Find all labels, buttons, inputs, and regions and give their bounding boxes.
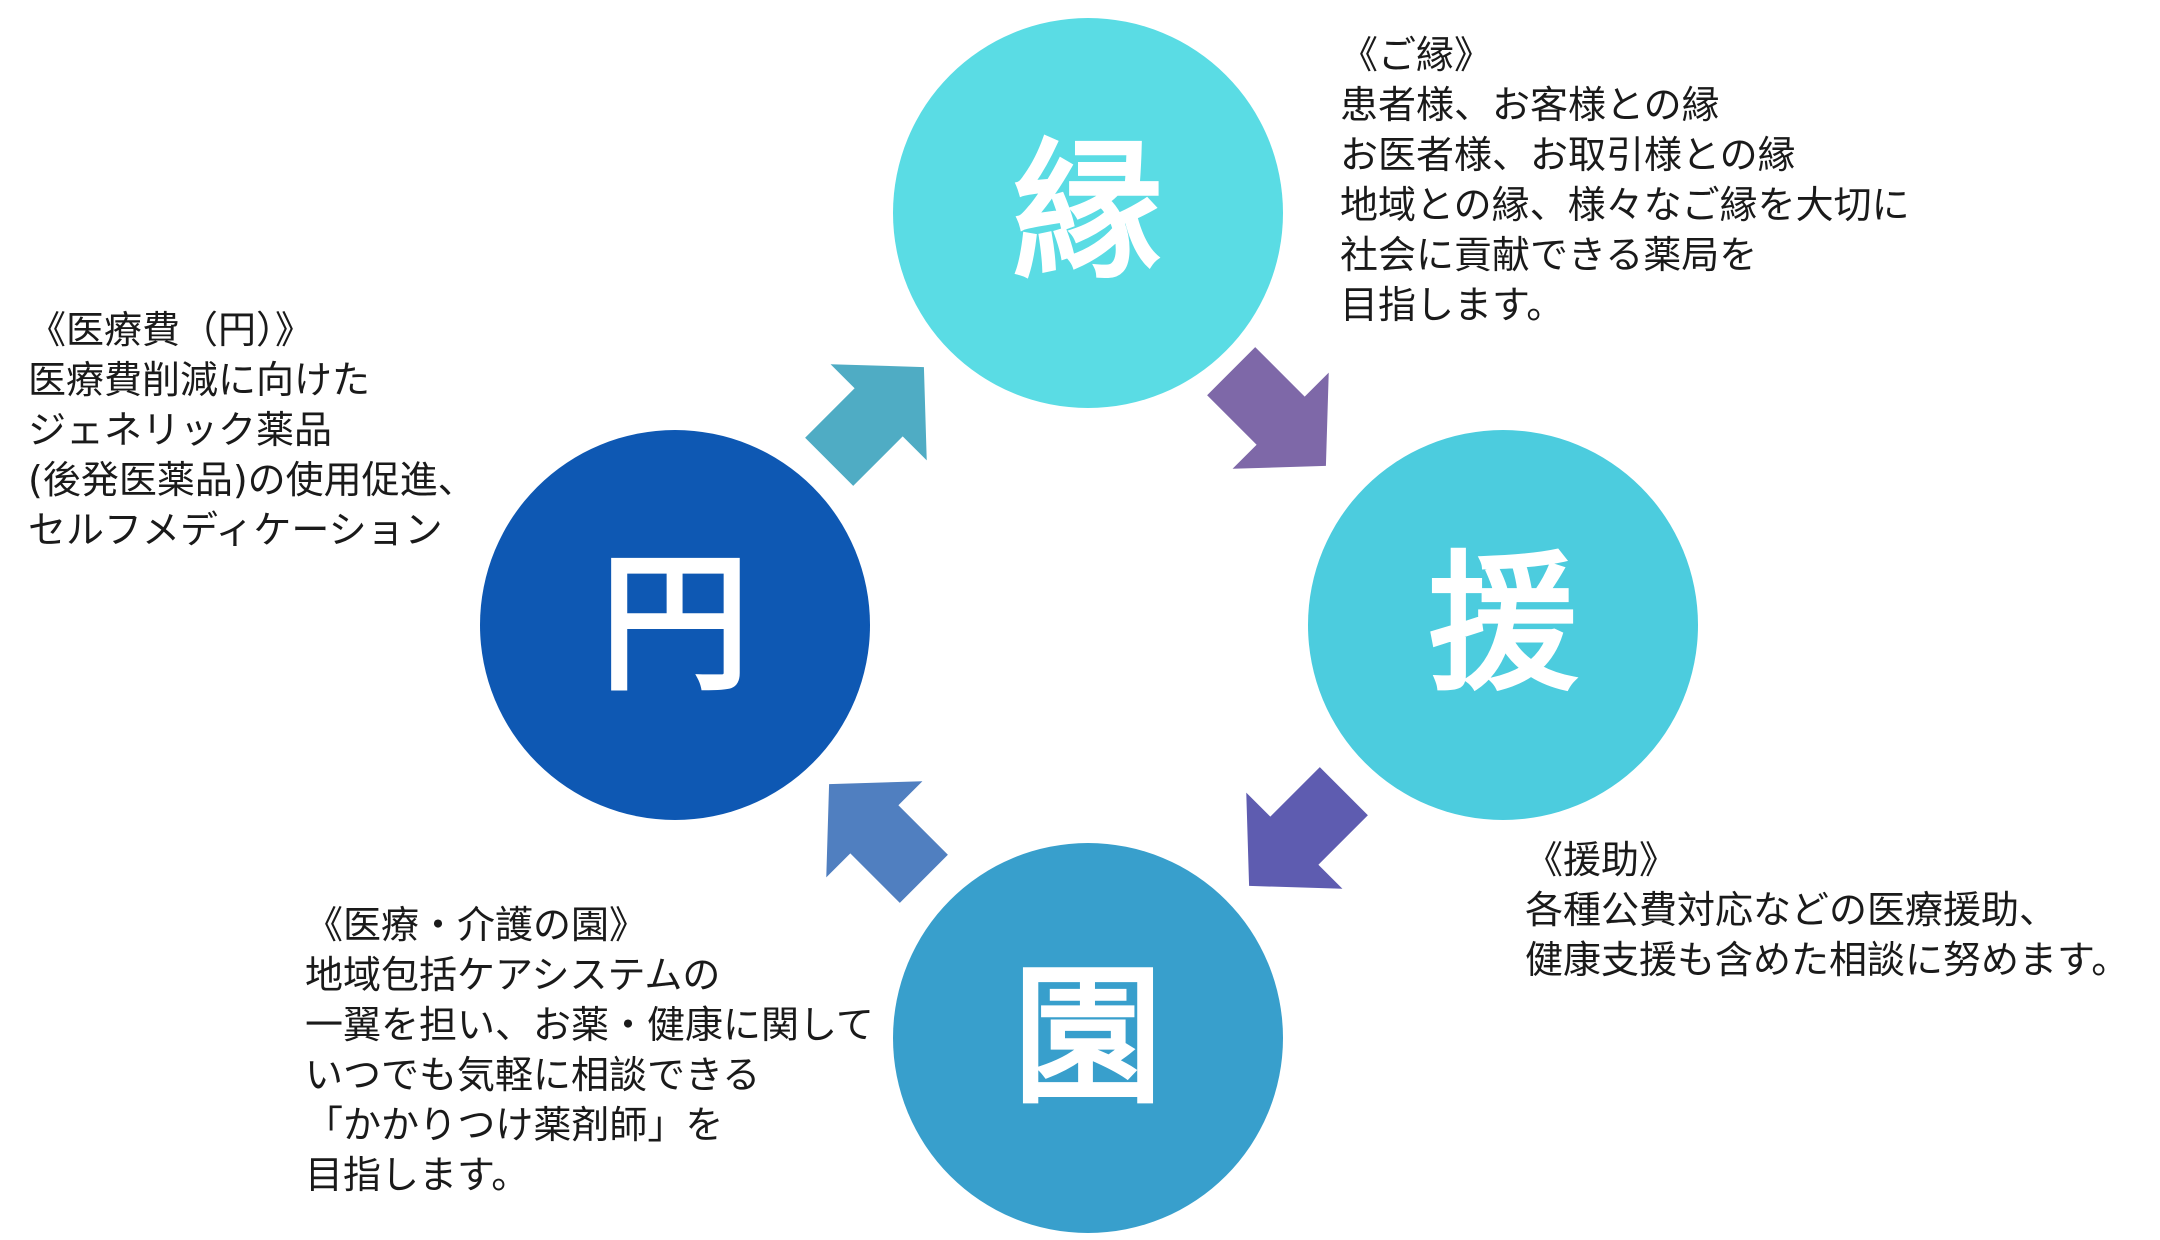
circle-support-label: 援 [1427, 538, 1578, 712]
description-garden-line: 地域包括ケアシステムの [305, 953, 721, 997]
description-yen-line: (後発医薬品)の使用促進、 [28, 458, 476, 502]
description-support-heading: 《援助》 [1525, 838, 1678, 882]
description-en-line: 目指します。 [1340, 283, 1565, 327]
description-yen-heading: 《医療費（円）》 [28, 308, 314, 352]
description-en-heading: 《ご縁》 [1340, 33, 1493, 77]
description-yen: 《医療費（円）》 医療費削減に向けた ジェネリック薬品 (後発医薬品)の使用促進… [28, 305, 476, 555]
description-garden-heading: 《医療・介護の園》 [305, 903, 648, 947]
arrow-yen-to-en [805, 364, 927, 486]
circle-support: 援 [1308, 430, 1698, 820]
circle-en: 縁 [893, 18, 1283, 408]
description-garden-line: いつでも気軽に相談できる [305, 1053, 761, 1097]
description-garden-line: 目指します。 [305, 1153, 530, 1197]
description-support: 《援助》 各種公費対応などの医療援助、 健康支援も含めた相談に努めます。 [1525, 835, 2129, 985]
description-garden: 《医療・介護の園》 地域包括ケアシステムの 一翼を担い、お薬・健康に関して いつ… [305, 900, 874, 1200]
description-en-line: 地域との縁、様々なご縁を大切に [1340, 183, 1910, 227]
description-yen-line: ジェネリック薬品 [28, 408, 333, 452]
circle-garden-label: 園 [1012, 951, 1163, 1125]
circle-yen: 円 [480, 430, 870, 820]
description-yen-line: 医療費削減に向けた [28, 358, 371, 402]
description-en: 《ご縁》 患者様、お客様との縁 お医者様、お取引様との縁 地域との縁、様々なご縁… [1340, 30, 1910, 330]
circle-garden: 園 [893, 843, 1283, 1233]
description-en-line: 患者様、お客様との縁 [1340, 83, 1720, 127]
description-en-line: お医者様、お取引様との縁 [1340, 133, 1796, 177]
circle-en-label: 縁 [1012, 126, 1163, 300]
description-garden-line: 「かかりつけ薬剤師」を [305, 1103, 724, 1147]
description-support-line: 健康支援も含めた相談に努めます。 [1525, 938, 2130, 982]
description-yen-line: セルフメディケーション [28, 508, 443, 552]
description-en-line: 社会に貢献できる薬局を [1340, 233, 1758, 277]
circle-yen-label: 円 [599, 538, 750, 712]
description-support-line: 各種公費対応などの医療援助、 [1525, 888, 2058, 932]
description-garden-line: 一翼を担い、お薬・健康に関して [305, 1003, 874, 1047]
